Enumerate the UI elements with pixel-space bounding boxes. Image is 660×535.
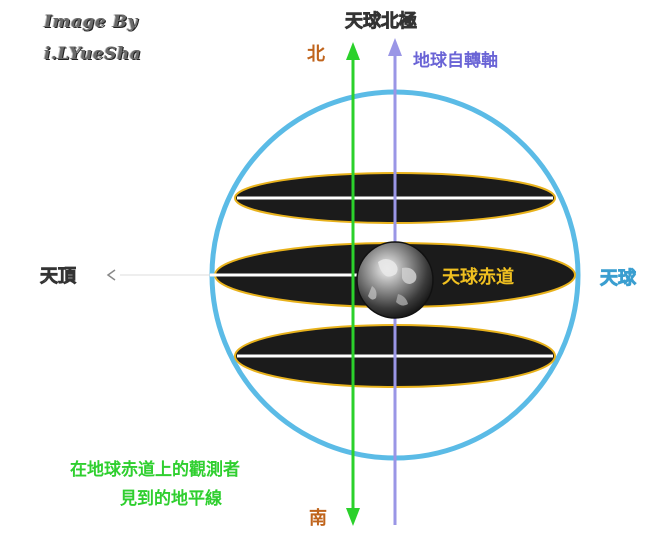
earth-axis-arrowhead (388, 38, 402, 56)
earth-globe-icon (356, 241, 434, 319)
credit-line1: Image By (44, 12, 138, 32)
zenith-label: 天頂 (40, 266, 77, 287)
north-label: 北 (307, 44, 325, 65)
south-label: 南 (309, 507, 327, 529)
arrow-left-icon (106, 269, 116, 281)
celestial-sphere-label: 天球 (600, 268, 637, 289)
observer-caption-line1: 在地球赤道上的觀測者 (70, 459, 240, 480)
credit-line2: i.LYueSha (44, 44, 142, 64)
celestial-equator-label: 天球赤道 (442, 266, 514, 288)
earth-axis-label: 地球自轉軸 (413, 50, 498, 71)
observer-caption-line2: 見到的地平線 (119, 488, 222, 509)
celestial-north-pole-label: 天球北極 (345, 10, 417, 32)
north-arrowhead (346, 42, 360, 60)
south-arrowhead (346, 508, 360, 526)
